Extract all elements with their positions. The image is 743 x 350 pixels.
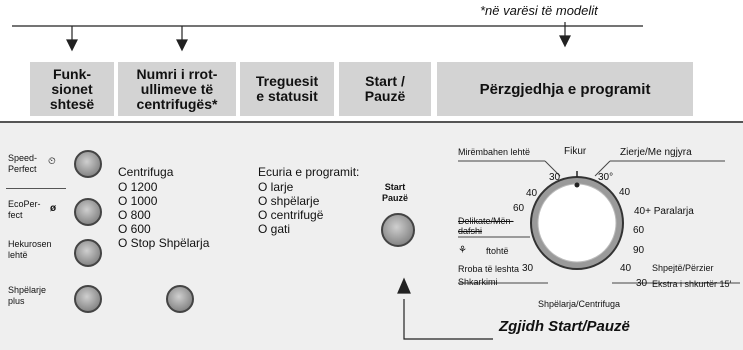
dial-graphics [397, 160, 740, 340]
divider [6, 188, 66, 189]
header-status: Treguesit e statusit [240, 62, 334, 116]
header-program-selection: Përzgjedhja e programit [437, 62, 693, 116]
dial-num-30: 30 [549, 172, 561, 183]
dial-num-30: 30 [522, 263, 534, 274]
dial-label-rinse-spin: Shpëlarja/Centrifuga [538, 299, 621, 309]
status-options: O larje O shpëlarje O centrifugë O gati [258, 180, 323, 236]
spin-options: O 1200 O 1000 O 800 O 600 O Stop Shpëlar… [118, 180, 209, 250]
dial-label-mix: Shpejtë/Përzier [652, 263, 714, 273]
dial-label-easy-care: Mirëmbahen lehtë [458, 147, 531, 157]
eco-icon: ø [50, 203, 57, 214]
dial-num-40: 40 [620, 263, 632, 274]
spin-option: O 600 [118, 222, 151, 236]
ecoperfect-button[interactable] [74, 198, 102, 226]
dial-label-off: Fikur [564, 146, 587, 157]
header-start-pause: Start / Pauzë [339, 62, 431, 116]
instruction-text: Zgjidh Start/Pauzë [499, 318, 630, 335]
spin-option: O 800 [118, 208, 151, 222]
status-option: O gati [258, 222, 291, 236]
easy-iron-button[interactable] [74, 239, 102, 267]
rinse-plus-label: Shpëlarje plus [8, 285, 47, 306]
dial-num-60: 60 [513, 203, 525, 214]
dial-label-drain: Shkarkimi [458, 277, 498, 287]
header-spin-speed: Numri i rrot- ullimeve të centrifugës* [118, 62, 236, 116]
program-selector-knob[interactable] [531, 177, 623, 269]
status-option: O shpëlarje [258, 194, 320, 208]
spin-title: Centrifuga [118, 165, 174, 179]
dial-label-express: Ekstra i shkurtër 15' [652, 279, 732, 289]
dial-num-40: 40 [619, 187, 631, 198]
spin-option: O 1000 [118, 194, 158, 208]
dial-label-prewash: 40+ Paralarja [634, 206, 694, 217]
header-extra-functions: Funk- sionet shtesë [30, 62, 114, 116]
dial-num-90: 90 [633, 245, 645, 256]
rinse-plus-button[interactable] [74, 285, 102, 313]
start-pause-button[interactable] [381, 213, 415, 247]
ecoperfect-label: EcoPer- fect [8, 199, 41, 220]
speedperfect-label: Speed- Perfect [8, 153, 38, 174]
dial-num-40: 40 [526, 188, 538, 199]
dial-num-30: 30 [636, 278, 648, 289]
spin-option: O 1200 [118, 180, 158, 194]
hand-wash-icon: ⚘ [458, 245, 467, 256]
speedperfect-button[interactable] [74, 150, 102, 178]
dial-label-cold: ftohtë [486, 246, 509, 256]
start-pause-label: Start Pauzë [381, 182, 408, 203]
dial-num-30deg: 30° [598, 172, 614, 183]
dial-num-60: 60 [633, 225, 645, 236]
spin-speed-button[interactable] [166, 285, 194, 313]
model-note: *në varësi të modelit [480, 3, 598, 18]
status-option: O larje [258, 180, 294, 194]
status-title: Ecuria e programit: [258, 165, 360, 179]
timer-icon: ⏲ [48, 156, 56, 167]
status-option: O centrifugë [258, 208, 324, 222]
spin-option: O Stop Shpëlarja [118, 236, 210, 250]
dial-label-wool: Rroba të leshta [458, 264, 520, 274]
dial-label-cotton: Zierje/Me ngjyra [620, 147, 692, 158]
dial-label-delicate: Delikate/Mën- dafshi [458, 216, 514, 236]
header-arrows [12, 22, 643, 52]
easy-iron-label: Hekurosen lehtë [8, 239, 52, 260]
